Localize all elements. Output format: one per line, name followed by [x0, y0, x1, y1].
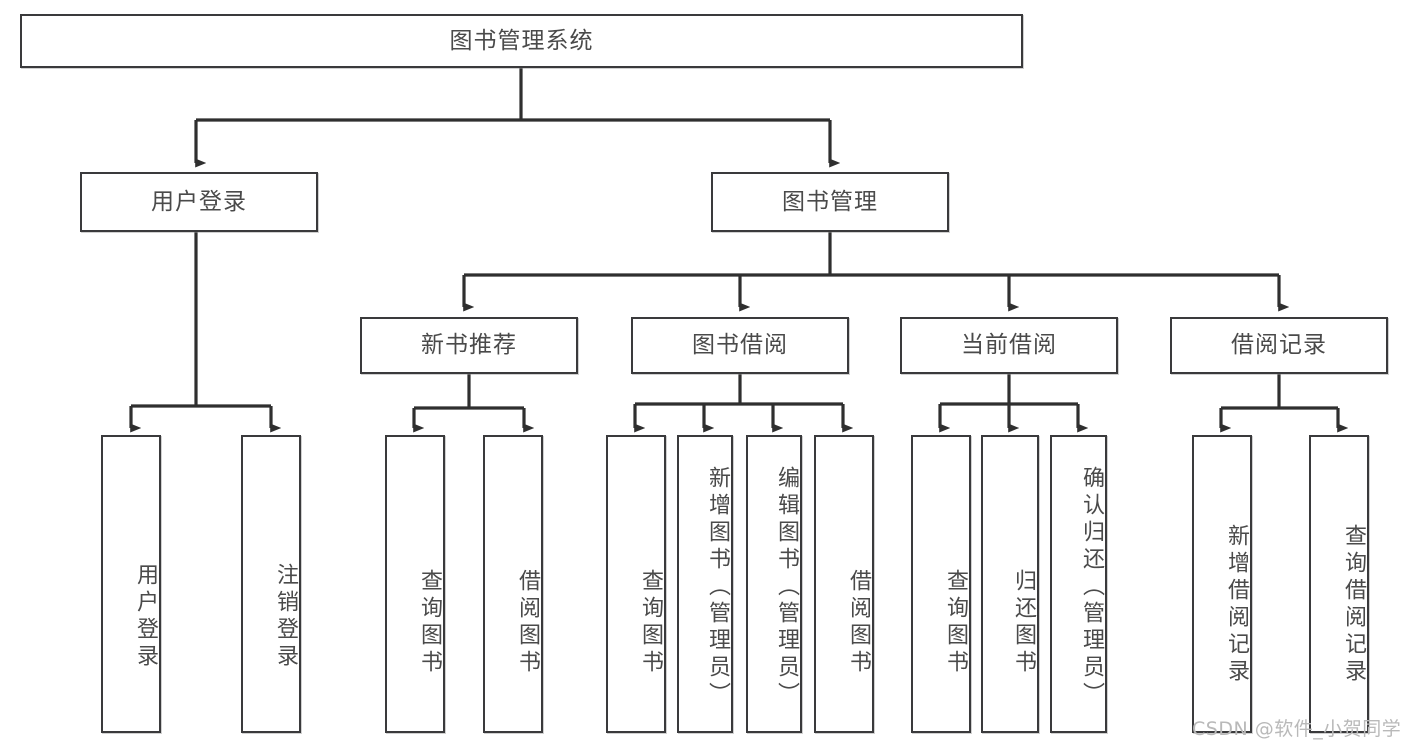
node-label: 新增图书（管理员） [705, 465, 730, 709]
csdn-watermark: CSDN @软件_小贺同学 [1192, 718, 1402, 740]
node-user-login[interactable]: 用户登录 [80, 172, 318, 232]
node-label: 图书管理 [782, 188, 878, 215]
node-leaf-add-book[interactable]: 新增图书（管理员） [677, 435, 733, 733]
node-label: 借阅图书 [515, 569, 540, 677]
node-current-borrow[interactable]: 当前借阅 [900, 317, 1118, 374]
node-label: 编辑图书（管理员） [774, 465, 799, 709]
node-label: 确认归还（管理员） [1079, 465, 1104, 709]
node-book-management-system[interactable]: 图书管理系统 [20, 14, 1023, 68]
node-label: 当前借阅 [961, 332, 1057, 359]
node-label: 查询借阅记录 [1341, 524, 1366, 686]
node-borrow-record[interactable]: 借阅记录 [1170, 317, 1388, 374]
node-leaf-borrow-book-1[interactable]: 借阅图书 [483, 435, 543, 733]
node-leaf-return-book[interactable]: 归还图书 [981, 435, 1039, 733]
node-leaf-user-login[interactable]: 用户登录 [101, 435, 161, 733]
node-label: 借阅记录 [1231, 332, 1327, 359]
node-book-borrow[interactable]: 图书借阅 [631, 317, 849, 374]
node-label: 查询图书 [638, 569, 663, 677]
node-leaf-query-book-1[interactable]: 查询图书 [385, 435, 445, 733]
node-leaf-query-book-3[interactable]: 查询图书 [911, 435, 971, 733]
node-book-manage[interactable]: 图书管理 [711, 172, 949, 232]
node-label: 新增借阅记录 [1224, 524, 1249, 686]
node-leaf-borrow-book-2[interactable]: 借阅图书 [814, 435, 874, 733]
node-leaf-logout-login[interactable]: 注销登录 [241, 435, 301, 733]
node-leaf-query-book-2[interactable]: 查询图书 [606, 435, 666, 733]
node-label: 借阅图书 [846, 569, 871, 677]
node-leaf-edit-book[interactable]: 编辑图书（管理员） [746, 435, 802, 733]
node-new-book-recommend[interactable]: 新书推荐 [360, 317, 578, 374]
node-label: 查询图书 [417, 569, 442, 677]
node-label: 查询图书 [943, 569, 968, 677]
node-leaf-query-record[interactable]: 查询借阅记录 [1309, 435, 1369, 733]
node-label: 用户登录 [133, 563, 158, 671]
node-label: 归还图书 [1011, 569, 1036, 677]
node-label: 图书管理系统 [449, 27, 594, 54]
node-leaf-confirm-return[interactable]: 确认归还（管理员） [1050, 435, 1107, 733]
node-label: 用户登录 [151, 188, 247, 215]
node-leaf-add-record[interactable]: 新增借阅记录 [1192, 435, 1252, 733]
node-label: 新书推荐 [421, 332, 517, 359]
node-label: 注销登录 [273, 563, 298, 671]
node-label: 图书借阅 [692, 332, 788, 359]
